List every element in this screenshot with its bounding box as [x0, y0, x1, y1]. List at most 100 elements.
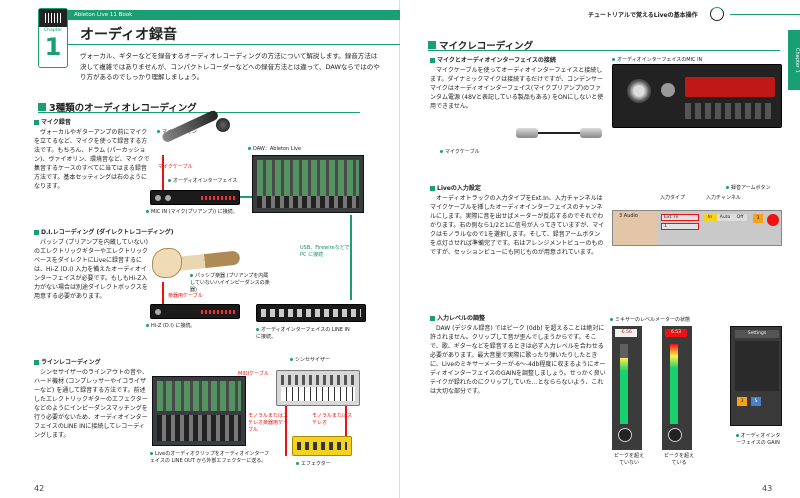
- callout-input-channel: 入力チャンネル: [706, 195, 741, 201]
- callout-midi: MIDIケーブル: [238, 371, 269, 377]
- section-title: 3種類のオーディオレコーディング: [38, 100, 197, 114]
- daw-screen-mic: [252, 155, 364, 213]
- section-marker-icon: [428, 41, 436, 49]
- input-type-select[interactable]: Ext. In: [661, 214, 699, 221]
- level-knob-icon[interactable]: [618, 428, 632, 442]
- mixer-channel-2: 6.53: [662, 326, 692, 450]
- track-io-panel: 3 Audio Ext. In 1 In Auto Off 3: [612, 210, 782, 246]
- monitor-off-button[interactable]: Off: [733, 214, 747, 221]
- track-name: 3 Audio: [619, 213, 638, 219]
- track-header[interactable]: 3 Audio: [613, 211, 657, 245]
- running-head-rule: [730, 14, 800, 15]
- intro-text: ヴォーカル、ギターなどを録音するオーディオレコーディングの方法について解説します…: [80, 52, 380, 81]
- connect-heading: マイクとオーディオインターフェイスの接続: [430, 56, 556, 65]
- track-number-button[interactable]: 3: [753, 214, 763, 223]
- progress-dial-icon: [710, 7, 724, 21]
- title-rule: [68, 44, 400, 45]
- book-title: Ableton Live 11 Book: [74, 12, 133, 18]
- section-title-right: マイクレコーディング: [428, 38, 533, 52]
- callout-xlr: マイクケーブル: [440, 148, 480, 155]
- left-page: Chapter 1 Ableton Live 11 Book オーディオ録音 ヴ…: [34, 0, 400, 498]
- callout-micin: オーディオインターフェイスのMIC IN: [612, 56, 702, 63]
- chapter-label: Chapter: [44, 28, 62, 33]
- callout-mic-cable: マイクケーブル: [158, 164, 193, 170]
- peak-value-2: 6.53: [665, 329, 687, 337]
- line-cable-1: [285, 406, 287, 456]
- input-heading: Liveの入力設定: [430, 184, 481, 193]
- line-cable-2: [345, 406, 347, 456]
- section-title-text: 3種類のオーディオレコーディング: [49, 103, 197, 114]
- connect-body: マイクケーブルを使ってオーディオインターフェイスと接続します。ダイナミックマイク…: [430, 67, 604, 110]
- mic-cable-line: [162, 155, 164, 193]
- callout-mic-in: MIC IN (マイク(プリアンプ)) に接続。: [146, 208, 238, 215]
- running-head: チュートリアルで覚えるLiveの基本操作: [588, 12, 698, 19]
- section-rule: [38, 112, 360, 113]
- page-number-right: 43: [762, 484, 773, 493]
- callout-arm: 録音アームボタン: [726, 184, 771, 191]
- chapter-number: 1: [44, 33, 62, 61]
- callout-iface: オーディオインターフェイス: [168, 177, 237, 184]
- callout-mono: モノラルまたはステレオ楽器用ケーブル: [248, 413, 289, 433]
- guitar-body-icon: [152, 248, 182, 278]
- book-title-bar: Ableton Live 11 Book: [68, 10, 400, 20]
- xlr-cable-icon: [516, 120, 602, 146]
- usb-line-v: [350, 215, 352, 300]
- callout-mono2: モノラルまたはステレオ: [312, 413, 353, 426]
- monitor-auto-button[interactable]: Auto: [717, 214, 733, 221]
- line-body: シンセサイザーのラインアウトの音や、ハード機材 (コンプレッサーやイコライザーな…: [34, 369, 148, 439]
- level-heading: 入力レベルの調整: [430, 314, 485, 323]
- bullet-icon: [34, 120, 39, 125]
- callout-fx: エフェクター: [296, 460, 331, 467]
- effector-icon: [292, 436, 352, 456]
- solo-button[interactable]: S: [751, 397, 761, 406]
- di-cable-line: [162, 282, 164, 304]
- usb-line-h: [240, 196, 252, 198]
- audio-interface-photo: [612, 64, 782, 128]
- chapter-badge: Chapter 1: [38, 8, 68, 68]
- callout-usb: USB、Firewireなどで PC に接続: [300, 245, 350, 258]
- mic-heading: マイク録音: [34, 118, 71, 127]
- settings-label[interactable]: Settings: [735, 330, 779, 338]
- callout-liveout: Liveのオーディオクリップをオーディオインターフェイスの LINE OUT か…: [150, 451, 270, 464]
- input-channel-select[interactable]: 1: [661, 223, 699, 230]
- audio-interface-mic: [150, 190, 240, 205]
- input-body: オーディオトラックの入力タイプをExt.In、入力チャンネルはマイクケーブルを挿…: [430, 195, 605, 256]
- record-arm-button[interactable]: [767, 214, 779, 226]
- audio-interface-di: [150, 304, 240, 319]
- callout-line-in: オーディオインターフェイスの LINE IN に接続。: [256, 327, 350, 340]
- mic-body: ヴォーカルやギターアンプの前にマイクを立てるなど、マイクを使って録音する方法です…: [34, 129, 150, 190]
- daw-screen-line: [152, 376, 246, 446]
- mixer-channel-1: -6.56: [612, 326, 642, 450]
- callout-synth: シンセサイザー: [290, 356, 330, 363]
- di-body: パッシブ (プリアンプを内蔵していない) のエレクトリックギターやエレクトリック…: [34, 239, 149, 300]
- right-page: チュートリアルで覚えるLiveの基本操作 Chapter 1 マイクレコーディン…: [400, 0, 800, 498]
- monitor-in-button[interactable]: In: [703, 214, 717, 221]
- page-title: オーディオ録音: [80, 27, 178, 43]
- track-number-badge[interactable]: 3: [737, 397, 747, 406]
- callout-hiz: Hi-Z (D.I) に接続。: [146, 322, 195, 329]
- mic-head-icon: [216, 118, 230, 132]
- callout-daw: DAW：Ableton Live: [248, 145, 301, 152]
- caption-meter-2: ピークを超えている: [663, 453, 694, 466]
- level-meter-2: [670, 344, 678, 424]
- callout-di-cable: 楽器用ケーブル: [168, 293, 203, 299]
- section-marker-icon: [38, 103, 46, 111]
- level-meter-1: [620, 344, 628, 424]
- callout-passive: パッシブ楽器 (プリアンプを内蔵していないハイインピーダンスの楽器): [190, 273, 270, 293]
- side-tab: Chapter 1: [788, 30, 800, 90]
- level-knob-icon[interactable]: [668, 428, 682, 442]
- level-body: DAW (デジタル録音) ではピーク (0db) を超えることは絶対に許されませ…: [430, 325, 606, 395]
- peak-value-1: -6.56: [615, 329, 637, 337]
- line-heading: ラインレコーディング: [34, 358, 101, 367]
- page-number-left: 42: [34, 484, 45, 493]
- audio-interface-line: [256, 304, 366, 322]
- caption-gain: オーディオインターフェイスの GAIN: [735, 433, 781, 446]
- caption-meter-1: ピークを超えていない: [613, 453, 644, 466]
- synthesizer-icon: [276, 370, 360, 406]
- settings-panel: Settings 3 S: [730, 326, 782, 426]
- di-heading: D.I.レコーディング (ダイレクトレコーディング): [34, 228, 174, 237]
- microphone-icon: [160, 109, 220, 144]
- section-rule-right: [428, 50, 780, 51]
- callout-mixer: ミキサーのレベルメーターの状態: [610, 316, 690, 323]
- callout-input-type: 入力タイプ: [660, 195, 686, 201]
